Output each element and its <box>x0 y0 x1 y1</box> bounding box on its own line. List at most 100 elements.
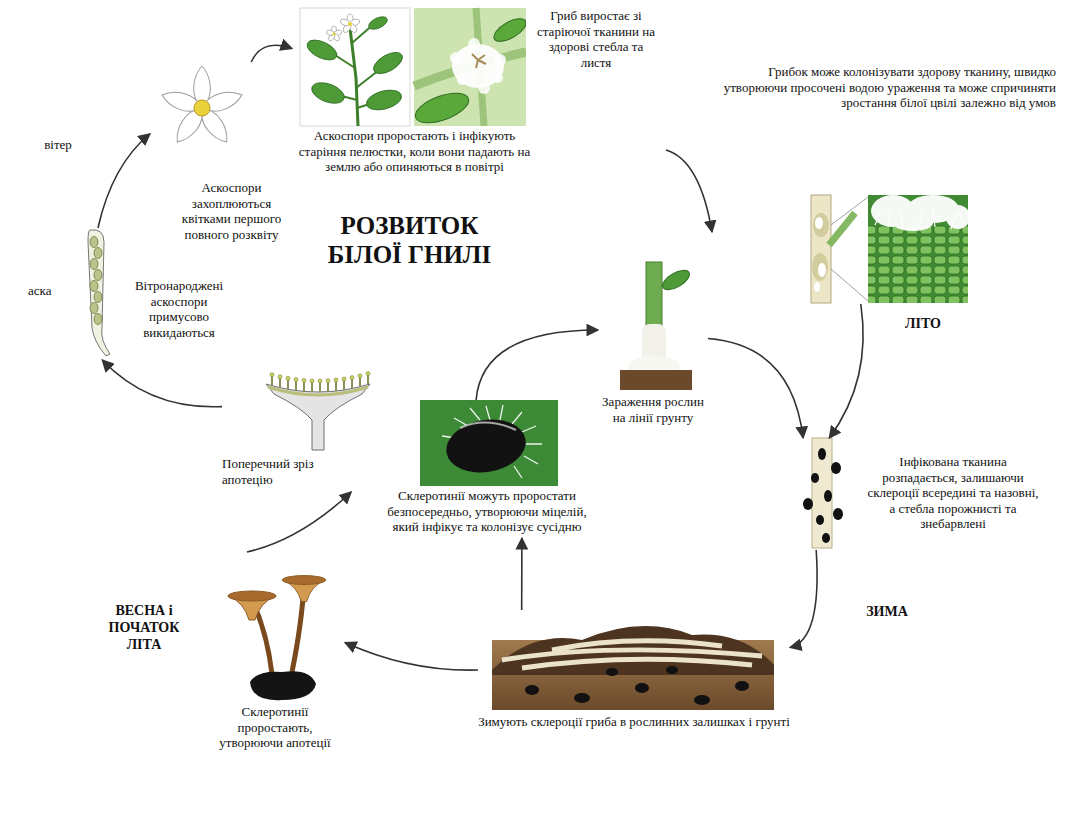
lesion-drawing <box>831 197 868 301</box>
sclerotium-drawing <box>442 413 530 478</box>
sclerotium-drawing <box>460 422 516 430</box>
stage-caption: Грибок може колонізувати здорову тканину… <box>712 64 1056 111</box>
plant-drawing <box>304 36 340 64</box>
sclerotia-stem-drawing <box>833 508 843 520</box>
apothecium-section-drawing <box>286 376 290 380</box>
apothecia-drawing <box>282 576 325 602</box>
stem-base-drawing <box>620 262 692 390</box>
ascus-drawing <box>90 259 98 270</box>
sclerotia-stem-drawing <box>803 498 813 510</box>
soil-drawing <box>492 626 774 710</box>
season-label: ЛІТО <box>890 316 956 333</box>
ascus-drawing <box>90 237 102 325</box>
stage-caption: Аскоспори захоплюються квітками першого … <box>178 180 285 242</box>
lesion-drawing <box>868 225 968 303</box>
cycle-arrow <box>521 538 523 610</box>
apothecium-section-drawing <box>270 372 370 383</box>
mycelial-germination-stage: Склеротинії можуть проростати безпосеред… <box>378 400 596 538</box>
soil-drawing <box>492 626 774 675</box>
apothecium-section-drawing <box>342 377 346 381</box>
stage-caption: Поперечний зріз апотецію <box>222 456 340 487</box>
diagram-title: РОЗВИТОК БІЛОЇ ГНИЛІ <box>322 212 497 270</box>
lesion-drawing <box>829 213 855 245</box>
season-label: ВЕСНА і ПОЧАТОК ЛІТА <box>98 603 190 653</box>
stage-caption: Склеротинії проростають, утворюючи апоте… <box>205 704 345 751</box>
infected-stem-drawing <box>494 54 506 66</box>
sclerotia-stem-drawing <box>803 448 843 543</box>
cycle-arrow <box>247 492 351 552</box>
apothecia-drawing <box>282 576 325 585</box>
ascus-drawing <box>94 314 102 325</box>
plant-drawing <box>348 22 352 26</box>
apothecium-section-stage: Поперечний зріз апотецію <box>222 370 374 492</box>
season-label: ЗИМА <box>852 604 922 621</box>
infected-stem-drawing <box>450 52 462 64</box>
apothecium-section-drawing <box>270 373 274 377</box>
stage-caption: Зараження рослин на лінії грунту <box>598 394 708 425</box>
soil-drawing <box>574 693 590 703</box>
infected-stem-drawing <box>412 8 530 129</box>
soil-line-infection-stage: Зараження рослин на лінії грунту <box>598 262 708 432</box>
ascus-drawing <box>90 281 98 292</box>
ascus-drawing <box>88 230 110 356</box>
stem-base-drawing <box>620 370 692 390</box>
infected-stem-drawing <box>490 14 529 46</box>
apothecium-section-drawing <box>366 372 370 376</box>
ascus-drawing <box>94 270 102 281</box>
sclerotia-stem-drawing <box>824 490 832 502</box>
sclerotia-stem-stage: Інфікована тканина розпадається, залишаю… <box>790 438 1052 550</box>
ascus-drawing <box>90 303 98 314</box>
apothecium-section-drawing <box>358 374 362 378</box>
plant-drawing <box>340 14 361 34</box>
sclerotium-drawing <box>442 405 542 478</box>
plant-drawing <box>326 14 361 42</box>
apothecia-drawing <box>228 591 276 601</box>
lesion-drawing <box>814 217 826 292</box>
plant-drawing <box>300 8 410 126</box>
ascus-drawing <box>88 230 110 356</box>
plant-drawing <box>304 14 406 113</box>
soil-drawing <box>525 685 539 695</box>
overwintering-stage: Зимують склероції гриба в рослинних зали… <box>478 610 790 760</box>
infected-stem-drawing <box>478 82 490 94</box>
apothecium-section-drawing <box>266 384 370 450</box>
soil-drawing <box>735 681 749 691</box>
plant-drawing <box>326 29 335 36</box>
cycle-arrow <box>476 330 598 400</box>
apothecium-section-drawing <box>310 379 314 383</box>
stage-caption: Аскоспори проростають і інфікують старін… <box>292 128 537 175</box>
lesion-drawing <box>814 282 820 292</box>
lesion-drawing <box>815 217 823 229</box>
callout-bubble: Гриб виростає зі старіючої тканини на зд… <box>526 4 666 74</box>
cycle-arrow <box>345 642 478 670</box>
soil-drawing <box>635 683 649 693</box>
stage-caption: Склеротинії можуть проростати безпосеред… <box>378 488 596 535</box>
plant-drawing <box>332 32 335 35</box>
ascus-drawing <box>90 237 98 248</box>
flower-drawing <box>194 100 210 116</box>
flower-drawing <box>159 66 244 147</box>
apothecium-section-drawing <box>278 375 282 379</box>
apothecium-section-drawing <box>266 372 370 450</box>
plant-drawing <box>326 26 343 42</box>
infected-stem-drawing <box>468 38 480 50</box>
lesion-drawing <box>946 205 970 229</box>
apothecium-section-drawing <box>350 376 354 380</box>
cycle-arrow <box>666 150 712 232</box>
part-label: аска <box>28 283 72 299</box>
apothecia-drawing <box>250 671 316 700</box>
ascus-drawing <box>94 292 102 303</box>
lesion-drawing <box>812 213 829 281</box>
apothecium-section-drawing <box>302 378 306 382</box>
lesion-drawing <box>893 215 933 231</box>
cycle-arrow <box>708 339 803 439</box>
cycle-arrow <box>102 360 222 407</box>
soil-drawing <box>525 666 749 705</box>
lesion-drawing <box>818 263 826 277</box>
sclerotia-stem-drawing <box>818 448 826 460</box>
lesion-drawing <box>875 209 963 229</box>
apothecia-drawing <box>228 591 276 620</box>
edge-label: вітер <box>42 137 74 153</box>
